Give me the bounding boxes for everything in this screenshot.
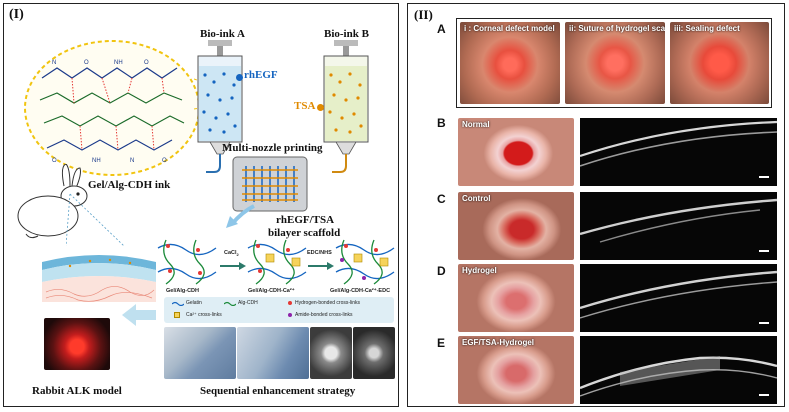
bioink-b-syringe xyxy=(323,40,369,173)
svg-text:O: O xyxy=(162,158,167,164)
panel-label-I: (I) xyxy=(9,7,24,22)
oct-control xyxy=(580,192,777,260)
tsa-dot xyxy=(317,104,324,111)
ink-name: Gel/Alg-CDH ink xyxy=(88,179,171,191)
panel-label-II: (II) xyxy=(414,7,433,22)
strength-photo-4 xyxy=(353,327,395,379)
legend-ca: Ca²⁺ cross-links xyxy=(186,312,222,318)
scaffold-title-2: bilayer scaffold xyxy=(268,227,341,239)
network-gel-alg-cdh xyxy=(157,239,217,285)
network-arrow-2 xyxy=(308,262,334,270)
strength-photo-2 xyxy=(237,327,309,379)
row-a-frame xyxy=(456,18,772,108)
strategy-label: Sequential enhancement strategy xyxy=(200,385,356,397)
eye-label-control: Control xyxy=(462,194,491,203)
cacl2-label: CaCl2 xyxy=(224,250,239,258)
network-arrow-1 xyxy=(220,262,246,270)
oct-egf-tsa xyxy=(580,336,777,404)
photo-corneal-defect: i : Corneal defect model xyxy=(460,22,560,104)
eye-label-normal: Normal xyxy=(462,120,490,129)
scale-bar xyxy=(759,176,769,178)
rabbit-alk-photo xyxy=(44,318,110,370)
svg-text:O: O xyxy=(52,158,57,164)
panel-results: (II) A i : Corneal defect model ii: Sutu… xyxy=(407,3,785,407)
eye-photo-hydrogel: Hydrogel xyxy=(458,264,574,332)
network-1-label: Gel/Alg-CDH xyxy=(166,288,199,294)
eye-label-hydrogel: Hydrogel xyxy=(462,266,497,275)
svg-text:NH: NH xyxy=(92,158,101,164)
gelatin-legend-icon xyxy=(172,301,184,306)
legend-hbond: Hydrogen-bonded cross-links xyxy=(295,300,361,306)
photo-label-i: i : Corneal defect model xyxy=(464,24,555,33)
network-3-label: Gel/Alg-CDH-Ca²⁺-EDC xyxy=(330,288,391,294)
photo-sealing: iii: Sealing defect xyxy=(670,22,769,104)
svg-text:N: N xyxy=(52,60,56,66)
row-d-letter: D xyxy=(437,264,446,278)
rhegf-dot xyxy=(236,74,243,81)
scale-bar xyxy=(759,394,769,396)
zoom-lines xyxy=(66,193,125,247)
algcdh-legend-icon xyxy=(224,301,236,306)
photo-suture: ii: Suture of hydrogel scaffold xyxy=(565,22,665,104)
network-2-label: Gel/Alg-CDH-Ca²⁺ xyxy=(248,288,295,294)
svg-text:O: O xyxy=(84,60,89,66)
bioink-b-title: Bio-ink B xyxy=(324,28,369,40)
oct-hydrogel xyxy=(580,264,777,332)
network-gel-alg-cdh-ca xyxy=(247,239,307,285)
bioink-a-syringe xyxy=(197,40,243,173)
eye-photo-control: Control xyxy=(458,192,574,260)
printed-scaffold xyxy=(232,156,308,212)
oct-normal xyxy=(580,118,777,186)
scaffold-title-1: rhEGF/TSA xyxy=(276,214,335,226)
svg-text:NH: NH xyxy=(114,60,123,66)
scaffold-arrow xyxy=(226,204,255,228)
strength-photo-3 xyxy=(310,327,352,379)
rhegf-label: rhEGF xyxy=(244,69,278,81)
scale-bar xyxy=(759,250,769,252)
legend-algcdh: Alg-CDH xyxy=(238,300,258,306)
eye-photo-egf-tsa: EGF/TSA-Hydrogel xyxy=(458,336,574,404)
rabbit-alk-label: Rabbit ALK model xyxy=(32,385,122,397)
cornea-cross-section xyxy=(42,255,156,302)
svg-text:O: O xyxy=(144,60,149,66)
row-b-letter: B xyxy=(437,116,446,130)
scale-bar xyxy=(759,322,769,324)
molecular-structure-bubble: N O NH O O NH N O xyxy=(24,40,200,176)
legend-amide: Amide-bonded cross-links xyxy=(295,312,353,318)
rabbit-illustration xyxy=(17,164,88,239)
svg-text:N: N xyxy=(130,158,134,164)
row-a-letter: A xyxy=(437,22,446,36)
tsa-label: TSA xyxy=(294,100,316,112)
edc-label: EDC/NHS xyxy=(307,250,332,256)
photo-label-ii: ii: Suture of hydrogel scaffold xyxy=(569,24,665,33)
legend: Gelatin Alg-CDH Hydrogen-bonded cross-li… xyxy=(164,297,394,323)
ca-legend-square xyxy=(174,312,180,318)
photo-label-iii: iii: Sealing defect xyxy=(674,24,740,33)
strength-photo-1 xyxy=(164,327,236,379)
printing-label: Multi-nozzle printing xyxy=(222,142,323,154)
bioink-a-title: Bio-ink A xyxy=(200,28,245,40)
amide-legend-dot xyxy=(288,313,292,317)
legend-gelatin: Gelatin xyxy=(186,300,202,306)
row-e-letter: E xyxy=(437,336,446,350)
network-gel-alg-cdh-ca-edc xyxy=(335,239,395,285)
hbond-legend-dot xyxy=(288,301,292,305)
left-arrow xyxy=(122,304,156,326)
panel-schematic: (I) N O NH O O NH N O Bio-ink A xyxy=(3,3,399,407)
row-c-letter: C xyxy=(437,192,446,206)
eye-photo-normal: Normal xyxy=(458,118,574,186)
eye-label-egf-tsa: EGF/TSA-Hydrogel xyxy=(462,338,535,347)
